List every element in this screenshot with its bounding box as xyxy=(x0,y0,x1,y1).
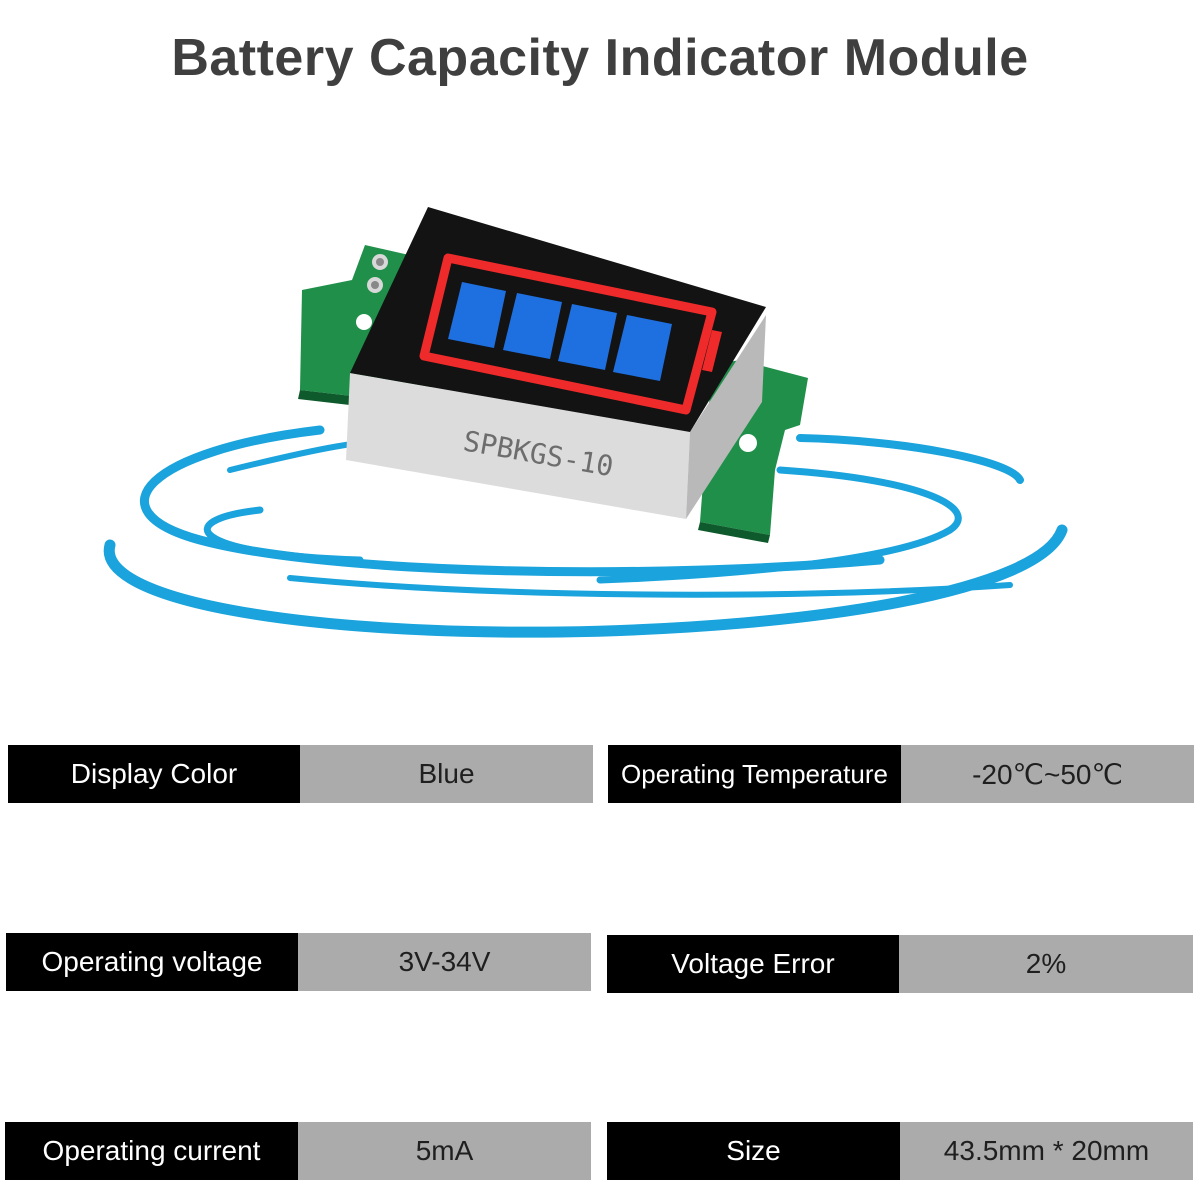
spec-operating-voltage: Operating voltage 3V-34V xyxy=(6,933,591,991)
swirl-rings xyxy=(103,425,1068,638)
spec-value: -20℃~50℃ xyxy=(901,745,1194,803)
spec-size: Size 43.5mm * 20mm xyxy=(607,1122,1193,1180)
battery-segment-4 xyxy=(613,315,672,381)
spec-label: Operating voltage xyxy=(6,933,298,991)
battery-segment-2 xyxy=(503,293,562,359)
spec-label: Size xyxy=(607,1122,900,1180)
spec-display-color: Display Color Blue xyxy=(8,745,593,803)
spec-label: Display Color xyxy=(8,745,300,803)
page-title: Battery Capacity Indicator Module xyxy=(171,29,1029,87)
spec-voltage-error: Voltage Error 2% xyxy=(607,935,1193,993)
spec-value: Blue xyxy=(300,745,593,803)
battery-segment-3 xyxy=(558,304,617,370)
spec-value: 2% xyxy=(899,935,1193,993)
spec-label: Voltage Error xyxy=(607,935,899,993)
spec-label: Operating Temperature xyxy=(608,745,901,803)
battery-segment-1 xyxy=(448,282,506,348)
battery-indicator-module-image: SPBKGS-10 xyxy=(103,207,1068,638)
spec-label: Operating current xyxy=(5,1122,298,1180)
spec-value: 5mA xyxy=(298,1122,591,1180)
spec-operating-temperature: Operating Temperature -20℃~50℃ xyxy=(608,745,1194,803)
spec-operating-current: Operating current 5mA xyxy=(5,1122,591,1180)
battery-level-segments xyxy=(448,282,672,381)
spec-value: 43.5mm * 20mm xyxy=(900,1122,1193,1180)
battery-outline-icon xyxy=(419,253,722,415)
display-base xyxy=(346,373,690,519)
spec-value: 3V-34V xyxy=(298,933,591,991)
